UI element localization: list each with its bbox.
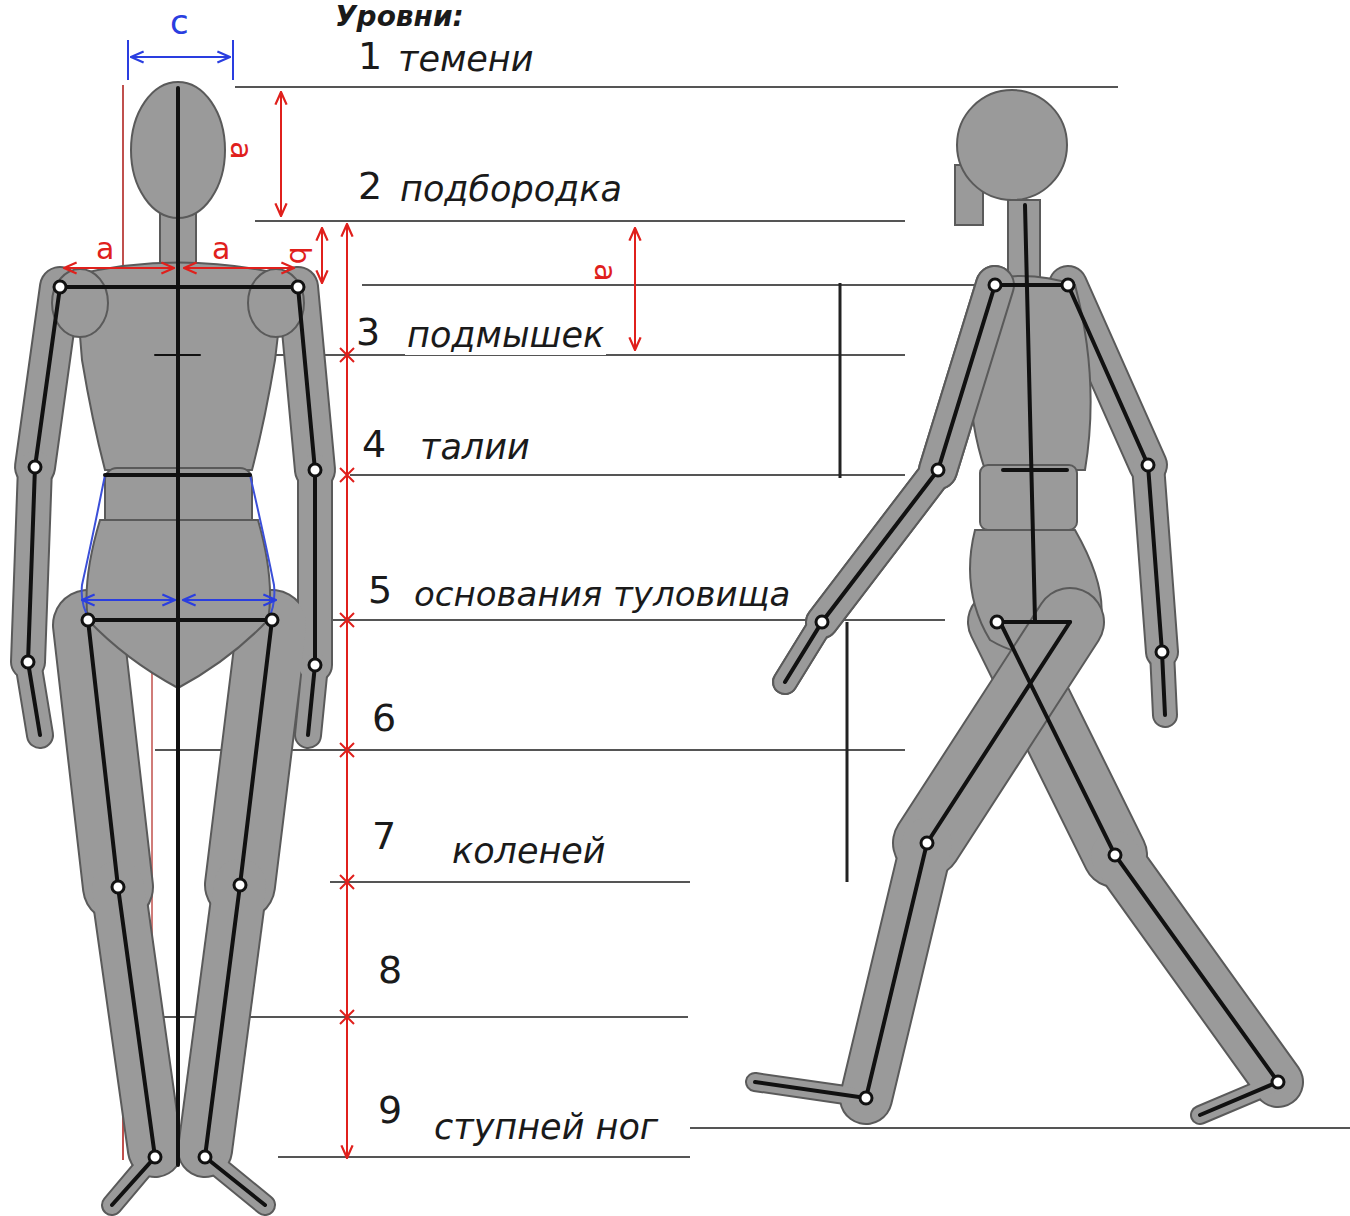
dimension-letter: b — [283, 247, 314, 265]
level-number: 1 — [358, 36, 382, 78]
dimension-letter: a — [212, 232, 230, 265]
level-name: подмышек — [405, 316, 606, 355]
level-name: темени — [398, 40, 534, 79]
level-name: ступней ног — [432, 1108, 660, 1147]
level-number: 2 — [358, 166, 382, 208]
dimension-letter: a — [589, 263, 622, 281]
level-number: 8 — [378, 950, 402, 992]
level-number: 9 — [378, 1090, 402, 1132]
level-name: основания туловища — [412, 576, 792, 613]
level-name: подбородка — [400, 170, 622, 209]
side-figure — [755, 90, 1284, 1115]
front-figure — [22, 82, 321, 1205]
dimension-letter: a — [96, 232, 114, 265]
level-number: 4 — [362, 424, 386, 466]
level-number: 6 — [372, 698, 396, 740]
level-number: 3 — [356, 312, 380, 354]
level-number: 5 — [368, 570, 392, 612]
level-name: коленей — [452, 832, 606, 871]
diagram-title: Уровни: — [335, 2, 464, 33]
dimension-letter: a — [225, 141, 258, 159]
level-lines — [95, 87, 1350, 1157]
dimension-letter: c — [170, 4, 189, 41]
level-name: талии — [420, 428, 530, 467]
level-number: 7 — [372, 816, 396, 858]
